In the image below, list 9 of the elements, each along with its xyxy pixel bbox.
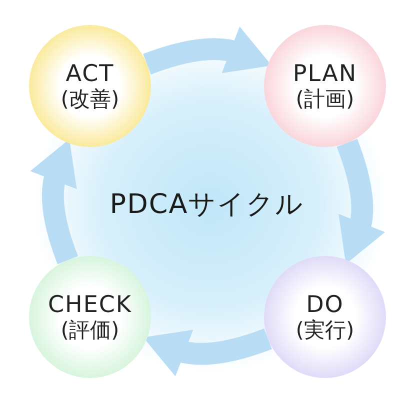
- stage-name: DO: [306, 292, 344, 318]
- stage-name: CHECK: [48, 292, 132, 318]
- stage-subtitle: (計画): [296, 86, 354, 110]
- stage-subtitle: (改善): [60, 86, 120, 110]
- stage-name: ACT: [66, 62, 114, 86]
- stage-subtitle: (評価): [60, 318, 120, 342]
- stage-subtitle: (実行): [296, 318, 354, 342]
- stage-name: PLAN: [292, 62, 358, 86]
- diagram-title: PDCAサイクル: [108, 188, 306, 222]
